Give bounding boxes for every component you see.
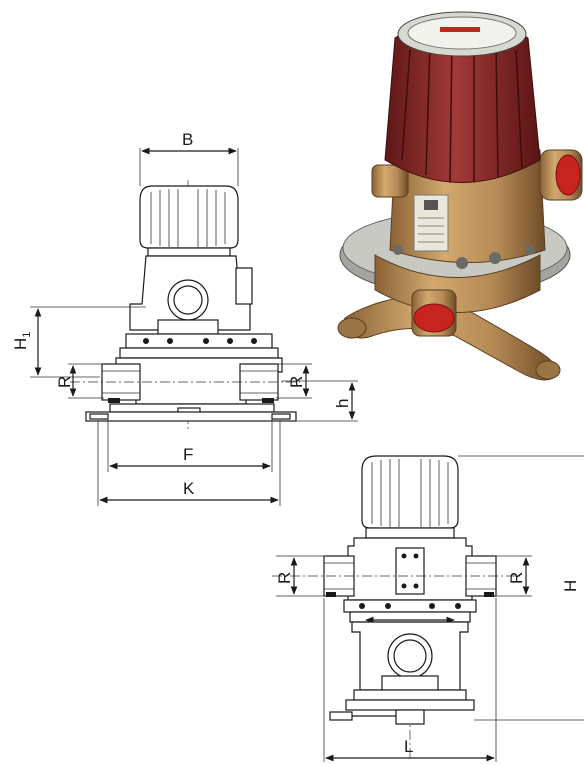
dimension-label-b: B <box>182 130 193 149</box>
dimension-label-r-right-bottom: R <box>507 572 526 584</box>
dimension-label-k: K <box>183 479 195 498</box>
dimension-label-h1: H1 <box>11 332 33 350</box>
dimension-label-l: L <box>404 737 413 756</box>
drawing-front-view: B H1 R R h F K <box>11 130 358 506</box>
dimension-label-h-small: h <box>333 399 352 408</box>
dimension-label-r-right-top: R <box>287 376 306 388</box>
dimension-label-r-left-bottom: R <box>275 572 294 584</box>
dimension-label-r-left-top: R <box>55 376 74 388</box>
dimension-label-f: F <box>183 445 193 464</box>
dimension-label-h-large: H <box>561 580 580 592</box>
drawing-side-view: R R H L <box>272 455 584 762</box>
valve-photo <box>337 11 583 381</box>
